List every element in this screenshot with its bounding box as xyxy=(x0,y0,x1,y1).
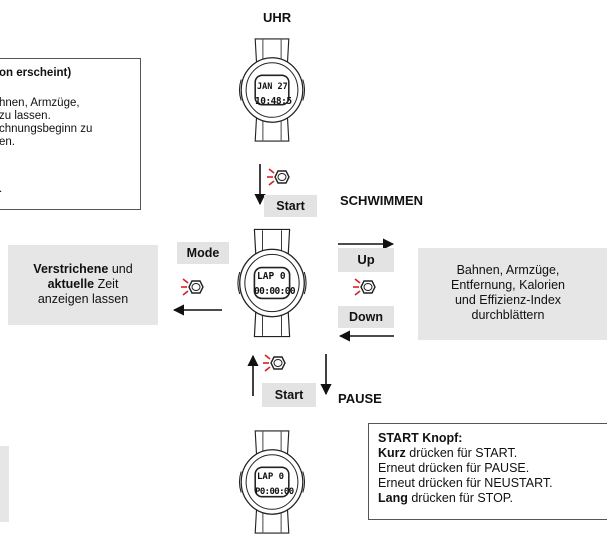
pause-label: PAUSE xyxy=(338,391,382,406)
start-knopf-line1-text: drücken für START. xyxy=(405,446,518,460)
right-info-line4: durchblättern xyxy=(471,308,545,322)
start-knopf-kurz: Kurz xyxy=(378,446,406,460)
top-left-line-4: chnungsbeginn zu xyxy=(0,123,93,135)
right-info-line2: Entfernung, Kalorien xyxy=(451,278,565,292)
uhr-label: UHR xyxy=(263,10,292,25)
watch-bottom: LAP 0 P0:00:00 xyxy=(230,420,314,544)
top-left-line-6: . xyxy=(0,183,2,196)
up-button[interactable]: Up xyxy=(338,248,394,272)
right-info-box: Bahnen, Armzüge, Entfernung, Kalorien un… xyxy=(418,248,607,340)
watch-bottom-line1: LAP 0 xyxy=(257,472,285,482)
left-info-line2: aktuelle Zeit xyxy=(8,277,158,292)
start-button-top[interactable]: Start xyxy=(264,195,317,217)
arrow-down-bottom xyxy=(320,354,332,396)
start-knopf-line3: Erneut drücken für NEUSTART. xyxy=(378,476,553,490)
arrow-down-top xyxy=(254,164,266,206)
top-left-line-5: en. xyxy=(0,136,15,148)
watch-bottom-line2: P0:00:00 xyxy=(255,487,294,497)
left-info-text1: und xyxy=(108,262,133,276)
watch-middle-icon xyxy=(228,220,316,346)
top-left-line-3: zu lassen. xyxy=(0,110,51,122)
start-knopf-line4-text: drücken für STOP. xyxy=(407,491,514,505)
start-knopf-line1: Kurz drücken für START. xyxy=(378,446,517,461)
top-left-info-box: on erscheint) hnen, Armzüge, zu lassen. … xyxy=(0,58,141,210)
left-info-text2: Zeit xyxy=(94,277,119,291)
down-button[interactable]: Down xyxy=(338,306,394,328)
start-press-icon-bottom xyxy=(262,352,292,376)
start-knopf-box: START Knopf: Kurz drücken für START. Ern… xyxy=(368,423,607,520)
top-left-line-2: hnen, Armzüge, xyxy=(0,97,80,109)
arrow-left xyxy=(172,304,222,316)
left-info-bold1: Verstrichene xyxy=(33,262,109,276)
start-knopf-title: START Knopf: xyxy=(378,431,463,445)
arrow-right xyxy=(338,238,395,250)
right-info-line3: und Effizienz-Index xyxy=(454,293,562,307)
watch-top: JAN 27 10:48:5 xyxy=(230,30,314,150)
watch-middle-line1: LAP 0 xyxy=(257,271,286,282)
watch-middle-line2: 00:00:00 xyxy=(254,286,296,297)
left-info-line1: Verstrichene und xyxy=(8,262,158,277)
watch-top-line2: 10:48:5 xyxy=(255,96,292,107)
watch-bottom-icon xyxy=(230,420,314,544)
top-left-line-1: on erscheint) xyxy=(0,67,72,79)
start-knopf-lang: Lang xyxy=(378,491,408,505)
left-info-bold2: aktuelle xyxy=(47,277,95,291)
schwimmen-label: SCHWIMMEN xyxy=(340,193,424,208)
mode-press-icon xyxy=(180,276,210,300)
right-info-line1: Bahnen, Armzüge, xyxy=(456,263,560,277)
start-button-bottom[interactable]: Start xyxy=(262,383,316,407)
watch-top-line1: JAN 27 xyxy=(257,82,288,92)
start-knopf-line2: Erneut drücken für PAUSE. xyxy=(378,461,530,475)
start-knopf-line4: Lang drücken für STOP. xyxy=(378,491,513,506)
arrow-up-bottom xyxy=(247,354,259,396)
left-info-box: Verstrichene und aktuelle Zeit anzeigen … xyxy=(8,245,158,325)
left-info-line3: anzeigen lassen xyxy=(37,292,129,306)
up-down-press-icon xyxy=(352,276,382,300)
arrow-left-down xyxy=(338,330,394,342)
start-press-icon-top xyxy=(266,166,296,190)
watch-middle: LAP 0 00:00:00 xyxy=(228,220,316,346)
bottom-left-box xyxy=(0,446,9,522)
mode-button[interactable]: Mode xyxy=(177,242,229,264)
